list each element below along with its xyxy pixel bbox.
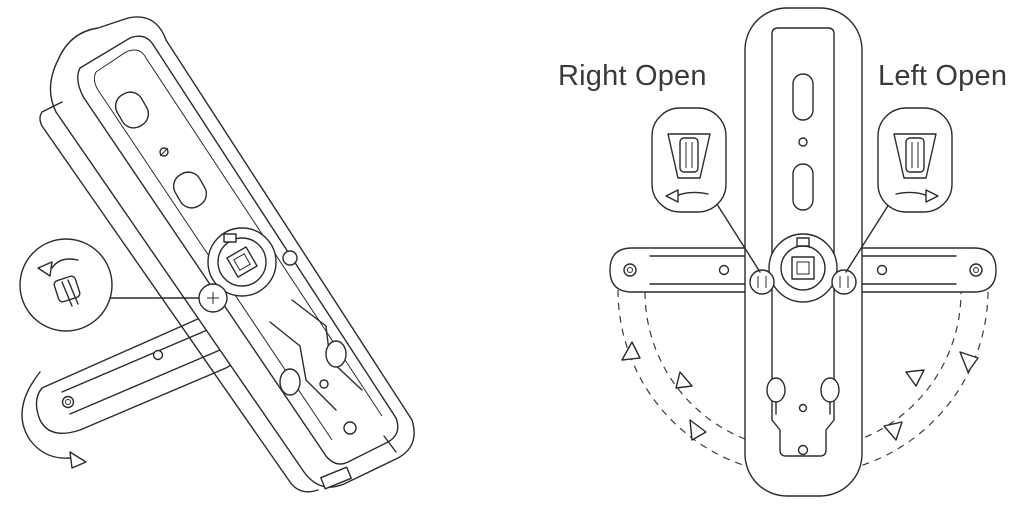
right-open-label: Right Open <box>558 60 707 92</box>
lower-slot <box>792 163 814 211</box>
right-handle-plate <box>744 7 863 497</box>
left-clip-icon <box>831 269 857 295</box>
arc-arrow-icon <box>883 421 903 441</box>
plate-bottom-screw-icon <box>343 421 357 435</box>
left-handle-plate <box>39 16 415 493</box>
plate-bottom-screw-icon <box>797 444 809 456</box>
lever-screw-icon <box>152 349 164 361</box>
arc-arrow-icon <box>675 371 693 389</box>
left-lever-arm <box>35 315 237 434</box>
left-open-detail <box>877 107 953 213</box>
upper-slot <box>114 91 150 129</box>
left-zoom-detail <box>19 238 113 332</box>
right-open-detail <box>651 107 727 213</box>
lever-pivot-icon <box>61 395 75 409</box>
plate-clip-icon <box>282 250 298 266</box>
arc-arrow-icon <box>905 369 925 387</box>
right-illustration <box>609 7 997 497</box>
connector-icon <box>320 466 352 490</box>
rotate-left-arrow-icon <box>665 189 679 203</box>
lever-rotation-arrow-icon <box>21 371 87 469</box>
arc-arrow-icon <box>621 341 641 361</box>
left-open-label: Left Open <box>878 60 1008 92</box>
arc-arrow-icon <box>959 351 979 373</box>
keyhole-lower <box>279 368 301 396</box>
arc-arrow-icon <box>689 419 707 441</box>
upper-slot <box>792 73 814 121</box>
left-illustration <box>19 16 415 493</box>
keyhole-upper <box>325 340 347 368</box>
right-clip-icon <box>749 269 775 295</box>
rotate-right-arrow-icon <box>925 189 939 203</box>
lower-slot <box>172 171 208 209</box>
